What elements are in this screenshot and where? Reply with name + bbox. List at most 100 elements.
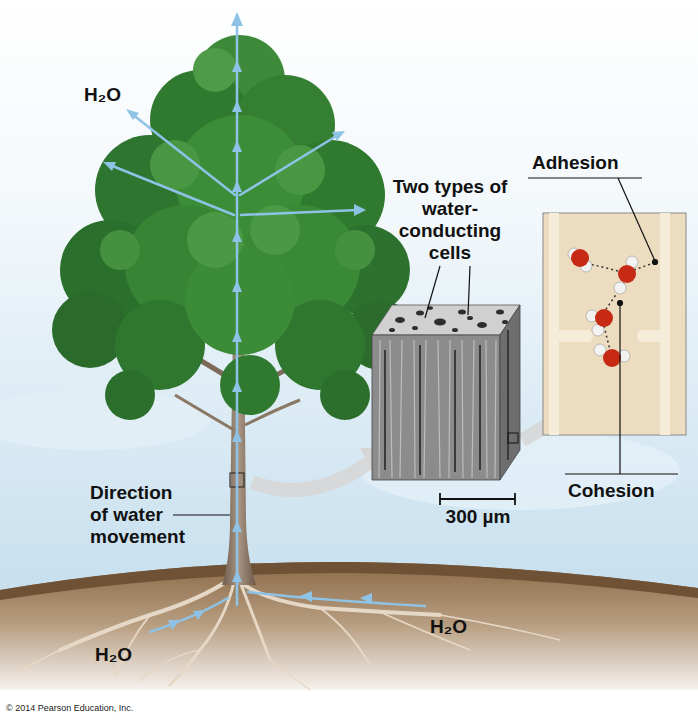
arrowheads (332, 131, 345, 141)
micrograph-block (384, 350, 386, 470)
water-flow-arrows (110, 165, 234, 215)
micrograph-block (486, 340, 487, 478)
arrowheads (103, 162, 116, 171)
micrograph-block (502, 320, 508, 324)
arrowheads (232, 520, 242, 532)
micrograph-block (454, 350, 456, 472)
water-flow-arrows (241, 210, 358, 215)
callout-leader-lines (618, 301, 623, 306)
micrograph-block (500, 305, 520, 480)
micrograph-block (477, 322, 487, 328)
micrograph-block (412, 326, 418, 330)
sky-background (0, 390, 210, 450)
water-label: H₂O (95, 644, 132, 666)
cell-leader-lines (468, 266, 470, 315)
tree-canopy (320, 370, 370, 420)
scale-bar (439, 493, 441, 505)
water-flow-arrows (248, 592, 425, 606)
water-molecule (603, 349, 621, 367)
arrowheads (168, 620, 180, 630)
xylem-inset (543, 213, 686, 435)
scale-bar (440, 498, 515, 500)
micrograph-block (372, 305, 520, 480)
tree-canopy (187, 212, 243, 268)
roots (270, 660, 310, 690)
arrowheads (232, 180, 242, 192)
arrowheads (232, 280, 242, 292)
arrowheads (232, 330, 242, 342)
micrograph-block (508, 433, 518, 443)
xylem-inset (543, 213, 686, 435)
tree-canopy (220, 355, 280, 415)
cohesion-label: Cohesion (568, 480, 655, 502)
water-molecule (614, 282, 626, 294)
micrograph-block (419, 345, 421, 475)
scale-bar (514, 493, 516, 505)
micrograph-block (434, 319, 446, 326)
soil-ground (0, 562, 698, 700)
callout-leader-lines (528, 177, 642, 178)
sky-background (0, 0, 698, 600)
arrowheads (232, 380, 242, 392)
arrowheads (354, 204, 366, 216)
water-molecule (595, 309, 613, 327)
roots (140, 650, 200, 680)
micrograph-block (462, 340, 463, 478)
adhesion-label: Adhesion (532, 152, 619, 174)
zoom-arrows (252, 462, 370, 490)
roots (20, 578, 560, 690)
xylem-inset (660, 213, 670, 435)
soil-ground (0, 562, 698, 720)
micrograph-block (472, 340, 474, 478)
arrowheads (232, 140, 242, 152)
tree-canopy (100, 230, 140, 270)
soil-ground (0, 562, 698, 600)
arrowheads (232, 100, 242, 112)
micrograph-block (389, 328, 395, 332)
water-molecule (618, 265, 636, 283)
micrograph-block (495, 340, 496, 478)
xylem-inset (637, 330, 660, 342)
soil-ground (0, 690, 698, 720)
micrograph-block (449, 340, 450, 478)
xylem-inset (549, 213, 559, 435)
micrograph-block (496, 310, 504, 315)
callout-leader-lines (173, 514, 230, 515)
callout-leader-lines (618, 178, 655, 261)
micrograph-block (424, 340, 426, 478)
micrograph-block (400, 340, 402, 478)
sky-background (0, 0, 698, 600)
arrowheads (126, 109, 139, 120)
roots (60, 578, 232, 650)
water-molecule (568, 248, 638, 367)
micrograph-block (389, 306, 508, 332)
micrograph-block (385, 330, 508, 475)
micrograph-block (390, 340, 392, 478)
callout-leader-lines (653, 260, 658, 265)
micrograph-block (467, 316, 473, 320)
micrograph-block (372, 335, 500, 480)
tree-canopy (335, 230, 375, 270)
water-direction-label: Direction of water movement (90, 482, 185, 548)
callout-leader-lines (619, 305, 620, 474)
arrowheads (231, 12, 243, 26)
roots (320, 608, 370, 665)
cell-leader-lines (425, 266, 440, 318)
tree-canopy (193, 48, 237, 92)
cell-type-label: Two types of water-conducting cells (385, 176, 515, 264)
micrograph-block (452, 328, 458, 332)
water-flow-arrows (132, 114, 235, 195)
tree-canopy (105, 370, 155, 420)
micrograph-block (416, 311, 424, 316)
copyright-note: © 2014 Pearson Education, Inc. (6, 703, 133, 714)
roots (380, 612, 470, 650)
scale-label: 300 µm (437, 506, 519, 528)
water-flow-arrows (150, 598, 228, 632)
arrowheads (300, 591, 312, 602)
micrograph-block (458, 310, 466, 315)
xylem-inset (559, 330, 593, 342)
tree-canopy (52, 35, 415, 420)
roots (238, 580, 440, 615)
